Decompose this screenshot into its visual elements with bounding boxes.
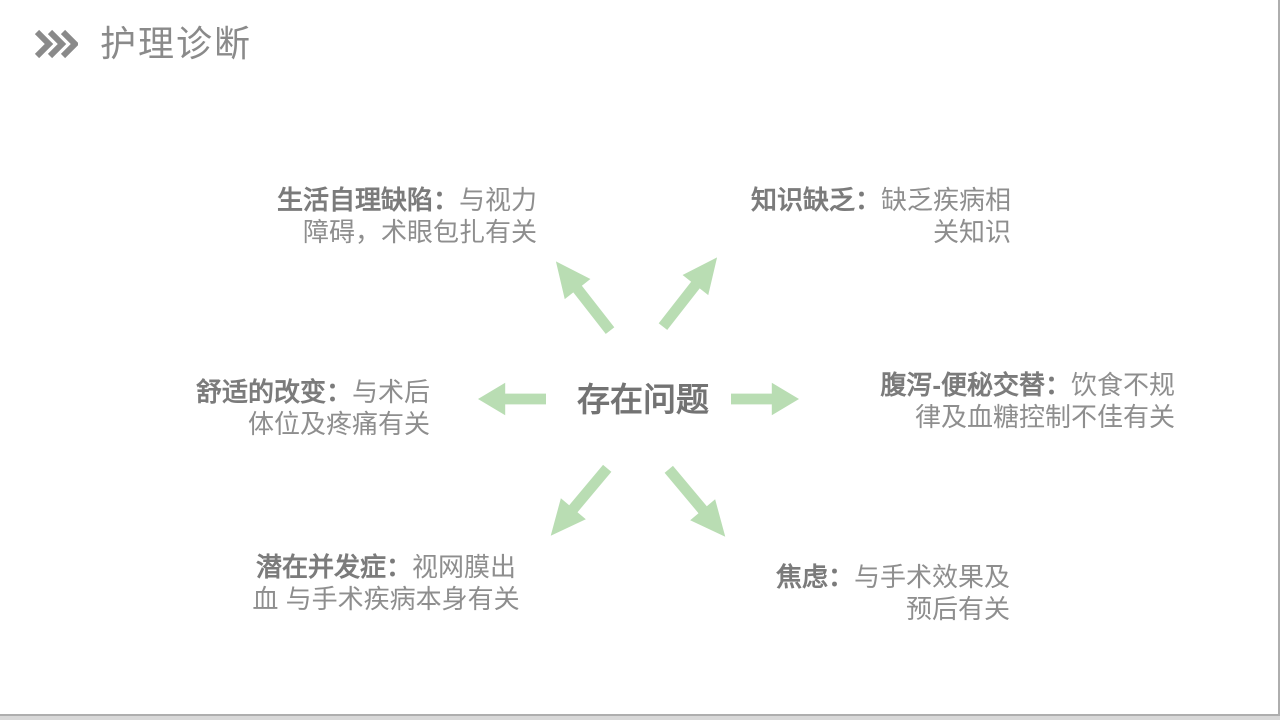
note-knowledge-deficit: 知识缺乏：缺乏疾病相 关知识: [671, 184, 1011, 248]
note-label: 焦虑：: [775, 562, 854, 592]
slide-header: 护理诊断: [34, 22, 252, 66]
note-anxiety: 焦虑：与手术效果及 预后有关: [710, 561, 1010, 625]
note-desc: 律及血糖控制不佳有关: [914, 402, 1175, 432]
note-comfort-change: 舒适的改变：与术后 体位及疼痛有关: [90, 376, 430, 440]
note-diarrhea-constipation: 腹泻-便秘交替：饮食不规 律及血糖控制不佳有关: [815, 369, 1175, 433]
note-label: 知识缺乏：: [750, 185, 881, 215]
note-desc: 与手术效果及: [853, 562, 1010, 592]
arrow-lower-right-icon: [654, 457, 740, 549]
note-desc: 关知识: [932, 217, 1011, 247]
note-desc: 与视力: [458, 185, 537, 215]
note-desc: 预后有关: [905, 594, 1010, 624]
center-topic: 存在问题: [577, 381, 709, 418]
note-desc: 与术后: [351, 377, 430, 407]
note-desc: 饮食不规: [1070, 370, 1175, 400]
slide-boundary-right: [1278, 0, 1280, 720]
note-label: 潜在并发症：: [255, 552, 412, 582]
note-label: 腹泻-便秘交替：: [880, 370, 1071, 400]
arrow-right-icon: [731, 380, 799, 418]
slide-boundary-bottom: [0, 714, 1280, 720]
note-desc: 血 与手术疾病本身有关: [252, 584, 520, 614]
note-label: 生活自理缺陷：: [276, 185, 459, 215]
arrow-lower-left-icon: [536, 456, 622, 548]
triple-chevron-icon: [34, 29, 78, 59]
note-potential-complication: 潜在并发症：视网膜出 血 与手术疾病本身有关: [206, 551, 566, 615]
arrow-left-icon: [478, 380, 546, 418]
arrow-upper-right-icon: [648, 246, 732, 339]
note-desc: 缺乏疾病相: [880, 185, 1011, 215]
note-desc: 障碍，术眼包扎有关: [302, 217, 537, 247]
note-desc: 体位及疼痛有关: [247, 409, 430, 439]
note-label: 舒适的改变：: [195, 377, 352, 407]
slide-title: 护理诊断: [100, 23, 253, 64]
arrow-upper-left-icon: [541, 250, 625, 343]
note-self-care-deficit: 生活自理缺陷：与视力 障碍，术眼包扎有关: [197, 184, 537, 248]
note-desc: 视网膜出: [412, 552, 517, 582]
